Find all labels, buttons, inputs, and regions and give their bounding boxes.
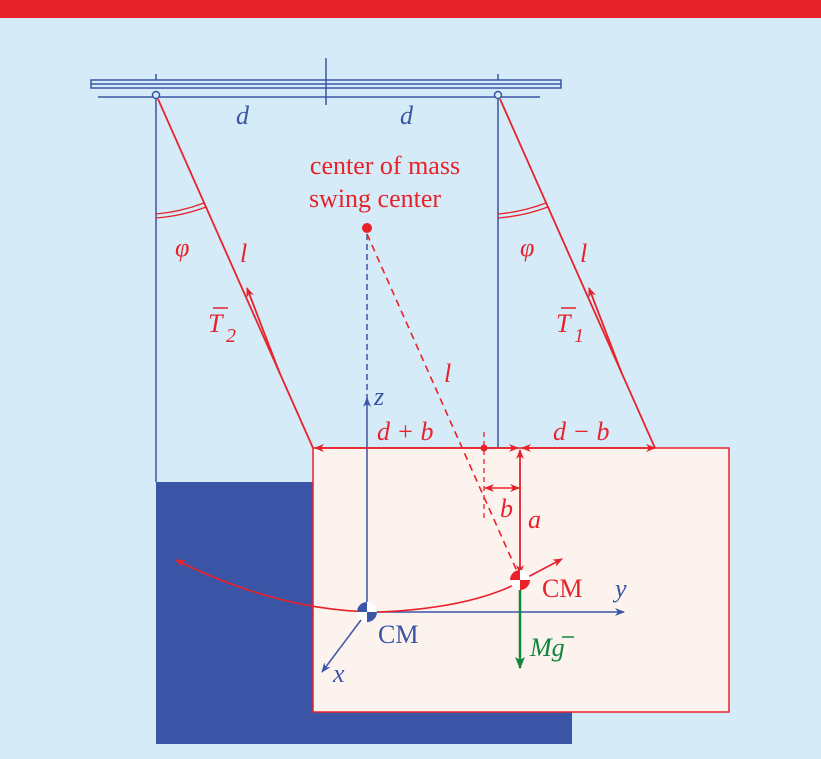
ceiling-beam [90,58,562,105]
pivot-left [151,90,161,100]
angle-arcs [155,202,549,219]
top-accent-bar [0,0,821,18]
svg-text:1: 1 [574,325,584,347]
label-a: a [528,505,541,534]
label-axis-x: x [332,659,345,688]
swing-arc [175,559,521,613]
label-axis-y: y [612,574,627,603]
label-T1: T 1 [556,307,584,347]
label-phi-left: φ [175,233,189,262]
label-T2: T 2 [208,307,236,347]
pivot-right [493,90,503,100]
x-axis [321,611,368,673]
string-right [499,98,656,449]
label-b: b [500,494,513,523]
svg-text:2: 2 [226,325,236,347]
label-l-right: l [580,239,587,268]
label-center-line2: swing center [309,184,441,213]
label-cm-red: CM [542,574,582,603]
label-d-minus-b: d − b [553,417,610,446]
label-d-plus-b: d + b [377,417,434,446]
label-phi-right: φ [520,233,534,262]
label-d-left: d [236,101,250,130]
label-cm-blue: CM [378,620,418,649]
svg-text:T: T [556,309,572,338]
string-left [157,98,314,449]
cm-red-symbol [510,570,530,590]
swing-center-dot [362,223,372,233]
swing-radius-dashed [366,233,521,579]
label-weight: Mg [529,633,574,662]
swing-direction-arrow [525,558,563,579]
svg-text:Mg: Mg [529,633,565,662]
tension-arrow-1 [588,287,623,375]
label-center-line1: center of mass [310,151,460,180]
label-l-left: l [240,239,247,268]
label-l-center: l [444,359,451,388]
cm-blue-symbol [357,602,377,622]
tension-arrow-2 [246,287,281,375]
svg-text:T: T [208,309,224,338]
label-axis-z: z [373,382,384,411]
label-d-right: d [400,101,414,130]
